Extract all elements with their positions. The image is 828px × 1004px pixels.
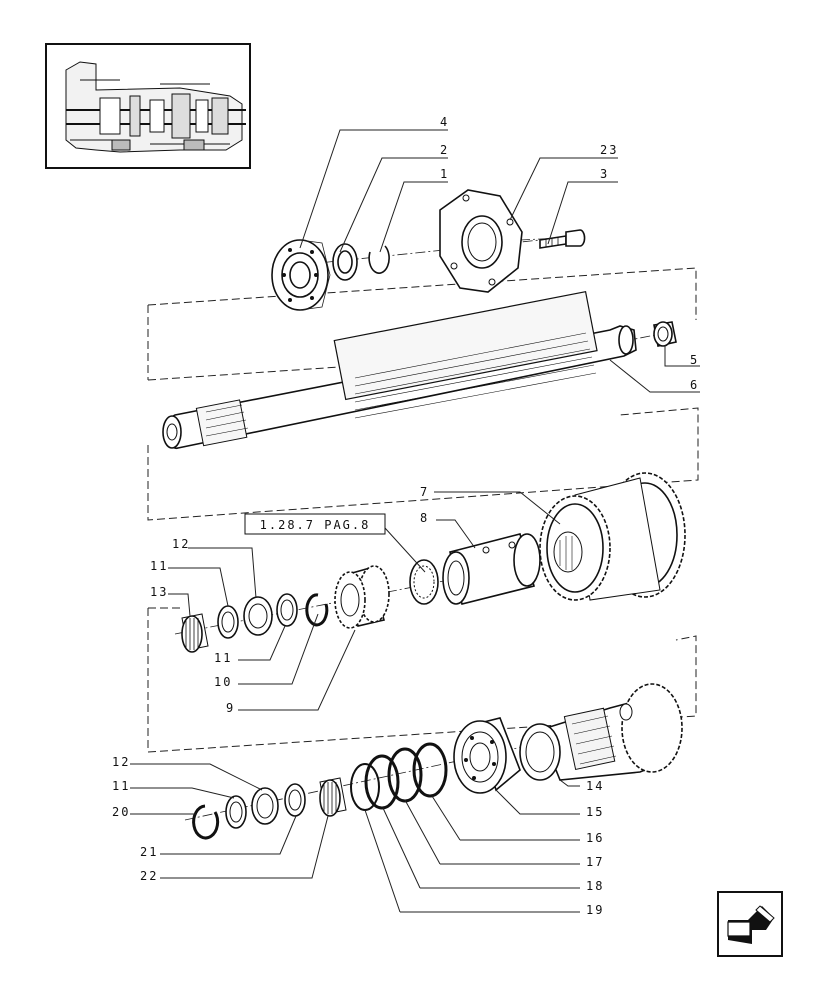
label-20: 20 <box>112 805 130 819</box>
ring-18 <box>364 754 400 810</box>
label-10: 10 <box>214 675 232 689</box>
sleeve-8 <box>442 533 541 605</box>
needle-bearing-22 <box>319 777 347 817</box>
flange-23 <box>439 189 523 293</box>
previous-page-arrow-icon[interactable] <box>717 891 783 957</box>
label-15: 15 <box>586 805 604 819</box>
label-13: 13 <box>150 585 168 599</box>
snap-ring-20 <box>192 804 220 840</box>
snap-ring-10 <box>305 593 329 627</box>
bearing-12-low <box>251 787 279 825</box>
washer-11-mid <box>276 593 298 627</box>
bolt-3 <box>539 229 586 249</box>
double-gear-7 <box>539 472 686 601</box>
label-18: 18 <box>586 879 604 893</box>
needle-bearing-13 <box>181 613 209 653</box>
label-3: 3 <box>600 167 609 181</box>
label-12-mid: 12 <box>172 537 190 551</box>
part-labels: 4 2 1 23 3 5 6 7 8 12 11 13 11 10 9 12 1… <box>112 115 699 917</box>
label-23: 23 <box>600 143 618 157</box>
label-12-low: 12 <box>112 755 130 769</box>
bush-5 <box>653 321 677 347</box>
transmission-section-thumbnail-icon[interactable] <box>45 43 251 169</box>
reference-box-text: 1.28.7 PAG.8 <box>260 518 371 532</box>
ring-2 <box>332 243 358 281</box>
snap-ring-1 <box>368 245 390 274</box>
label-19: 19 <box>586 903 604 917</box>
label-22: 22 <box>140 869 158 883</box>
main-shaft-6 <box>162 291 637 450</box>
label-4: 4 <box>440 115 449 129</box>
label-21: 21 <box>140 845 158 859</box>
label-11-mid-top: 11 <box>150 559 168 573</box>
label-6: 6 <box>690 378 699 392</box>
pinion-shaft-14 <box>519 683 683 781</box>
label-17: 17 <box>586 855 604 869</box>
label-14: 14 <box>586 779 604 793</box>
bearing-15 <box>453 717 521 794</box>
snap-ring-17 <box>387 747 423 803</box>
leader-lines <box>130 129 700 913</box>
synchro-hub-9 <box>334 565 390 629</box>
label-5: 5 <box>690 353 699 367</box>
label-1: 1 <box>440 167 449 181</box>
label-11-mid-bottom: 11 <box>214 651 232 665</box>
reference-box[interactable]: 1.28.7 PAG.8 <box>244 513 386 535</box>
washer-11-left <box>217 605 239 639</box>
washer-11-low <box>225 795 247 829</box>
label-2: 2 <box>440 143 449 157</box>
label-11-low: 11 <box>112 779 130 793</box>
ring-near-sleeve <box>409 559 439 605</box>
label-16: 16 <box>586 831 604 845</box>
washer-21 <box>284 783 306 817</box>
label-8: 8 <box>420 511 429 525</box>
bearing-4 <box>271 239 331 311</box>
label-9: 9 <box>226 701 235 715</box>
label-7: 7 <box>420 485 429 499</box>
snap-ring-16 <box>412 742 448 798</box>
bearing-12-mid <box>243 596 273 636</box>
